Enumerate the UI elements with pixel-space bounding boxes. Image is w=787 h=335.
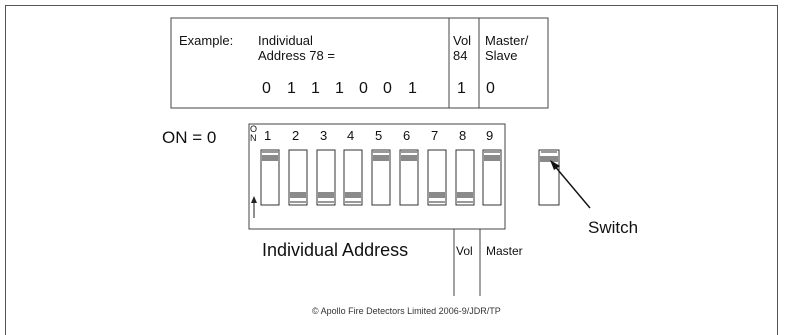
dip-lever-4 [345, 192, 361, 198]
dip-number-2: 2 [292, 128, 300, 143]
dip-number-7: 7 [431, 128, 439, 143]
vol-heading-line1: Vol [453, 33, 472, 48]
dip-number-1: 1 [264, 128, 272, 143]
dip-lever-3 [318, 192, 334, 198]
on-marker-o: O [250, 124, 258, 134]
address-bit-9: 0 [486, 80, 495, 97]
master-heading-line2: Slave [485, 48, 518, 63]
dip-toggle-4 [343, 149, 363, 206]
switch-example-lever [540, 156, 558, 162]
address-bit-8: 1 [457, 80, 466, 97]
master-heading-line1: Master/ [485, 33, 529, 48]
individual-heading-line2: Address 78 = [258, 48, 335, 63]
dip-toggle-1 [260, 149, 280, 206]
address-bit-3: 1 [311, 80, 320, 97]
address-bit-5: 0 [359, 80, 368, 97]
dip-switch-body [248, 123, 506, 230]
switch-pointer-arrowhead [550, 160, 560, 170]
dip-toggle-2 [288, 149, 308, 206]
dip-number-3: 3 [320, 128, 328, 143]
on-arrow-head [251, 196, 257, 203]
dip-number-6: 6 [403, 128, 411, 143]
individual-address-label: Individual Address [262, 240, 409, 260]
dip-toggle-7 [427, 149, 447, 206]
switch-label: Switch [588, 218, 639, 237]
address-bit-2: 1 [287, 80, 296, 97]
dip-lever-7 [429, 192, 445, 198]
dip-lever-5 [373, 155, 389, 161]
master-bottom-label: Master [486, 244, 523, 258]
dip-lever-2 [290, 192, 306, 198]
example-label: Example: [179, 33, 234, 48]
dip-number-4: 4 [347, 128, 355, 143]
on-equals-zero-label: ON = 0 [162, 128, 217, 147]
individual-heading-line1: Individual [258, 33, 313, 48]
dip-number-8: 8 [459, 128, 467, 143]
vol-bottom-label: Vol [456, 244, 473, 258]
dip-number-9: 9 [486, 128, 494, 143]
address-bit-1: 0 [262, 80, 271, 97]
on-marker-n: N [250, 133, 257, 143]
dip-lever-6 [401, 155, 417, 161]
dip-lever-8 [457, 192, 473, 198]
dip-toggle-9 [482, 149, 502, 206]
dip-number-5: 5 [375, 128, 383, 143]
dip-toggle-3 [316, 149, 336, 206]
address-bit-6: 0 [383, 80, 392, 97]
dip-toggle-8 [455, 149, 475, 206]
diagram-frame [5, 5, 778, 335]
example-box [170, 17, 549, 109]
dip-toggle-5 [371, 149, 391, 206]
switch-pointer-line [552, 163, 591, 209]
dip-lever-1 [262, 155, 278, 161]
dip-lever-9 [484, 155, 500, 161]
address-bit-4: 1 [335, 80, 344, 97]
dip-toggle-6 [399, 149, 419, 206]
copyright-text: © Apollo Fire Detectors Limited 2006-9/J… [312, 306, 501, 316]
vol-heading-line2: 84 [453, 48, 468, 63]
address-bit-7: 1 [408, 80, 417, 97]
